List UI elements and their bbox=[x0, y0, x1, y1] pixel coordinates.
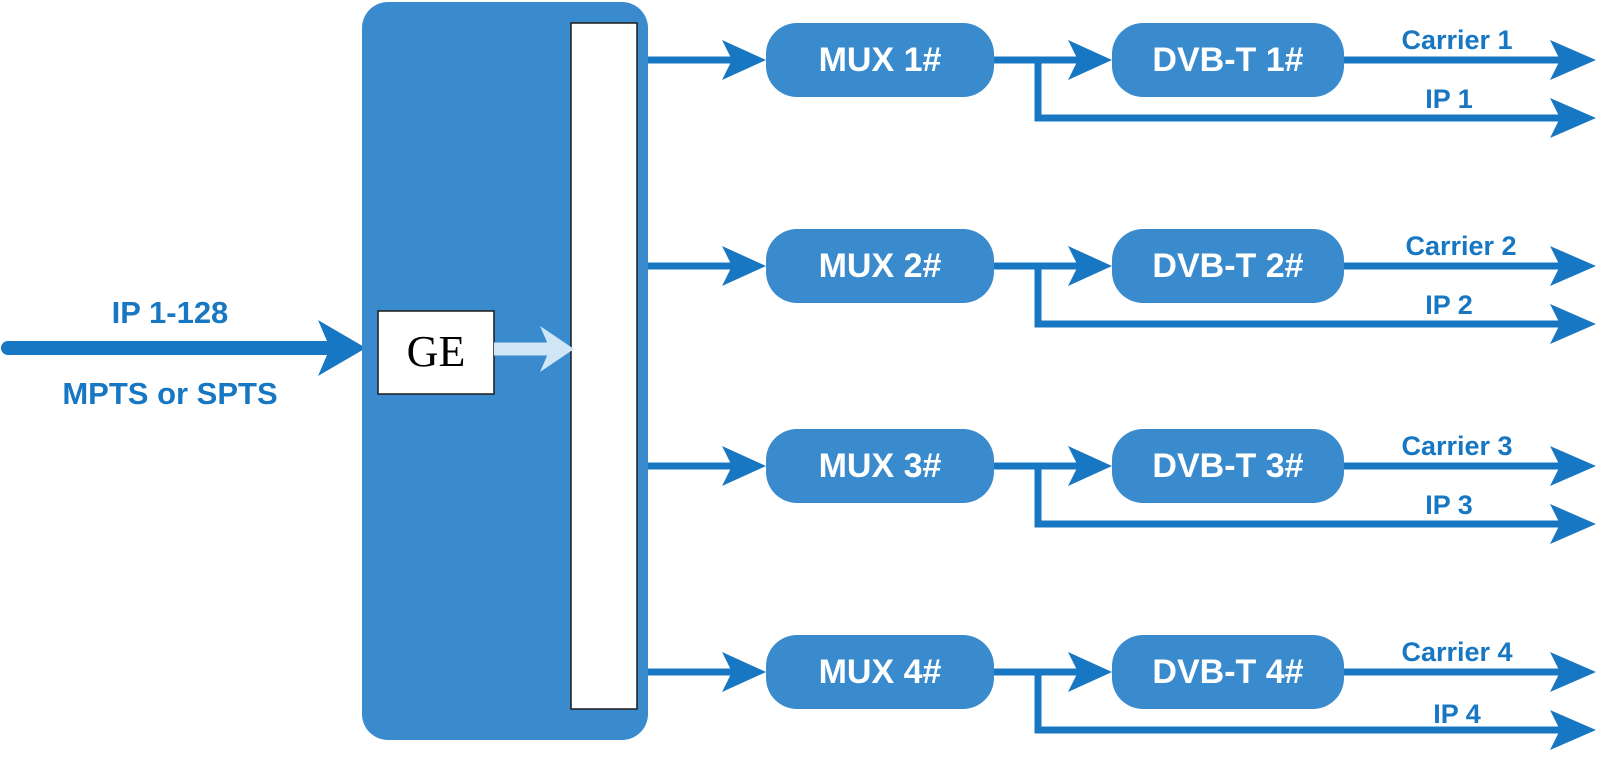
switch-to-mux-arrowhead bbox=[722, 246, 766, 286]
ip-arrowhead bbox=[1550, 304, 1596, 344]
switch-panel bbox=[570, 22, 638, 710]
dvb-box bbox=[1112, 23, 1344, 97]
ip-branch-line bbox=[1034, 466, 1560, 528]
dvb-label: DVB-T 3# bbox=[1152, 447, 1303, 485]
mux-to-dvb-arrowhead bbox=[1068, 446, 1112, 486]
ip-label: IP 3 bbox=[1425, 490, 1473, 520]
switch-to-mux-arrowhead bbox=[722, 652, 766, 692]
channel-row: MUX 1# DVB-T 1# Carrier 1 IP 1 bbox=[648, 23, 1596, 138]
carrier-arrowhead bbox=[1550, 446, 1596, 486]
mux-to-dvb-arrowhead bbox=[1068, 246, 1112, 286]
device-block: GE bbox=[362, 2, 648, 740]
switch-to-mux-arrowhead bbox=[722, 446, 766, 486]
dvb-box bbox=[1112, 635, 1344, 709]
carrier-label: Carrier 2 bbox=[1405, 231, 1516, 261]
input-label-top: IP 1-128 bbox=[112, 295, 229, 330]
mux-to-dvb-arrowhead bbox=[1068, 652, 1112, 692]
ip-label: IP 1 bbox=[1425, 84, 1473, 114]
mux-label: MUX 1# bbox=[819, 41, 942, 79]
ip-branch-line bbox=[1034, 60, 1560, 122]
mux-box bbox=[766, 23, 994, 97]
ip-label: IP 2 bbox=[1425, 290, 1473, 320]
carrier-label: Carrier 4 bbox=[1401, 637, 1512, 667]
mux-box bbox=[766, 635, 994, 709]
ip-arrowhead bbox=[1550, 98, 1596, 138]
input-group: IP 1-128 MPTS or SPTS bbox=[1, 295, 366, 411]
channel-row: MUX 3# DVB-T 3# Carrier 3 IP 3 bbox=[648, 429, 1596, 544]
mux-to-dvb-arrowhead bbox=[1068, 40, 1112, 80]
mux-label: MUX 3# bbox=[819, 447, 942, 485]
dvb-box bbox=[1112, 429, 1344, 503]
carrier-arrowhead bbox=[1550, 652, 1596, 692]
ip-branch-line bbox=[1034, 266, 1560, 328]
dvb-label: DVB-T 2# bbox=[1152, 247, 1303, 285]
carrier-arrowhead bbox=[1550, 246, 1596, 286]
ip-arrowhead bbox=[1550, 710, 1596, 750]
mux-label: MUX 2# bbox=[819, 247, 942, 285]
ip-branch-line bbox=[1034, 672, 1560, 734]
ge-label: GE bbox=[407, 327, 466, 376]
mux-label: MUX 4# bbox=[819, 653, 942, 691]
carrier-arrowhead bbox=[1550, 40, 1596, 80]
ge-arrowhead bbox=[540, 326, 574, 372]
input-arrowhead bbox=[318, 320, 366, 376]
dvb-label: DVB-T 1# bbox=[1152, 41, 1303, 79]
switch-to-mux-arrowhead bbox=[722, 40, 766, 80]
input-label-bottom: MPTS or SPTS bbox=[62, 376, 277, 411]
mux-box bbox=[766, 229, 994, 303]
ge-box bbox=[377, 310, 495, 395]
channel-row: MUX 4# DVB-T 4# Carrier 4 IP 4 bbox=[648, 635, 1596, 750]
mux-box bbox=[766, 429, 994, 503]
ip-arrowhead bbox=[1550, 504, 1596, 544]
dvb-label: DVB-T 4# bbox=[1152, 653, 1303, 691]
dvb-box bbox=[1112, 229, 1344, 303]
carrier-label: Carrier 3 bbox=[1401, 431, 1512, 461]
ip-label: IP 4 bbox=[1433, 699, 1481, 729]
channel-row: MUX 2# DVB-T 2# Carrier 2 IP 2 bbox=[648, 229, 1596, 344]
carrier-label: Carrier 1 bbox=[1401, 25, 1512, 55]
